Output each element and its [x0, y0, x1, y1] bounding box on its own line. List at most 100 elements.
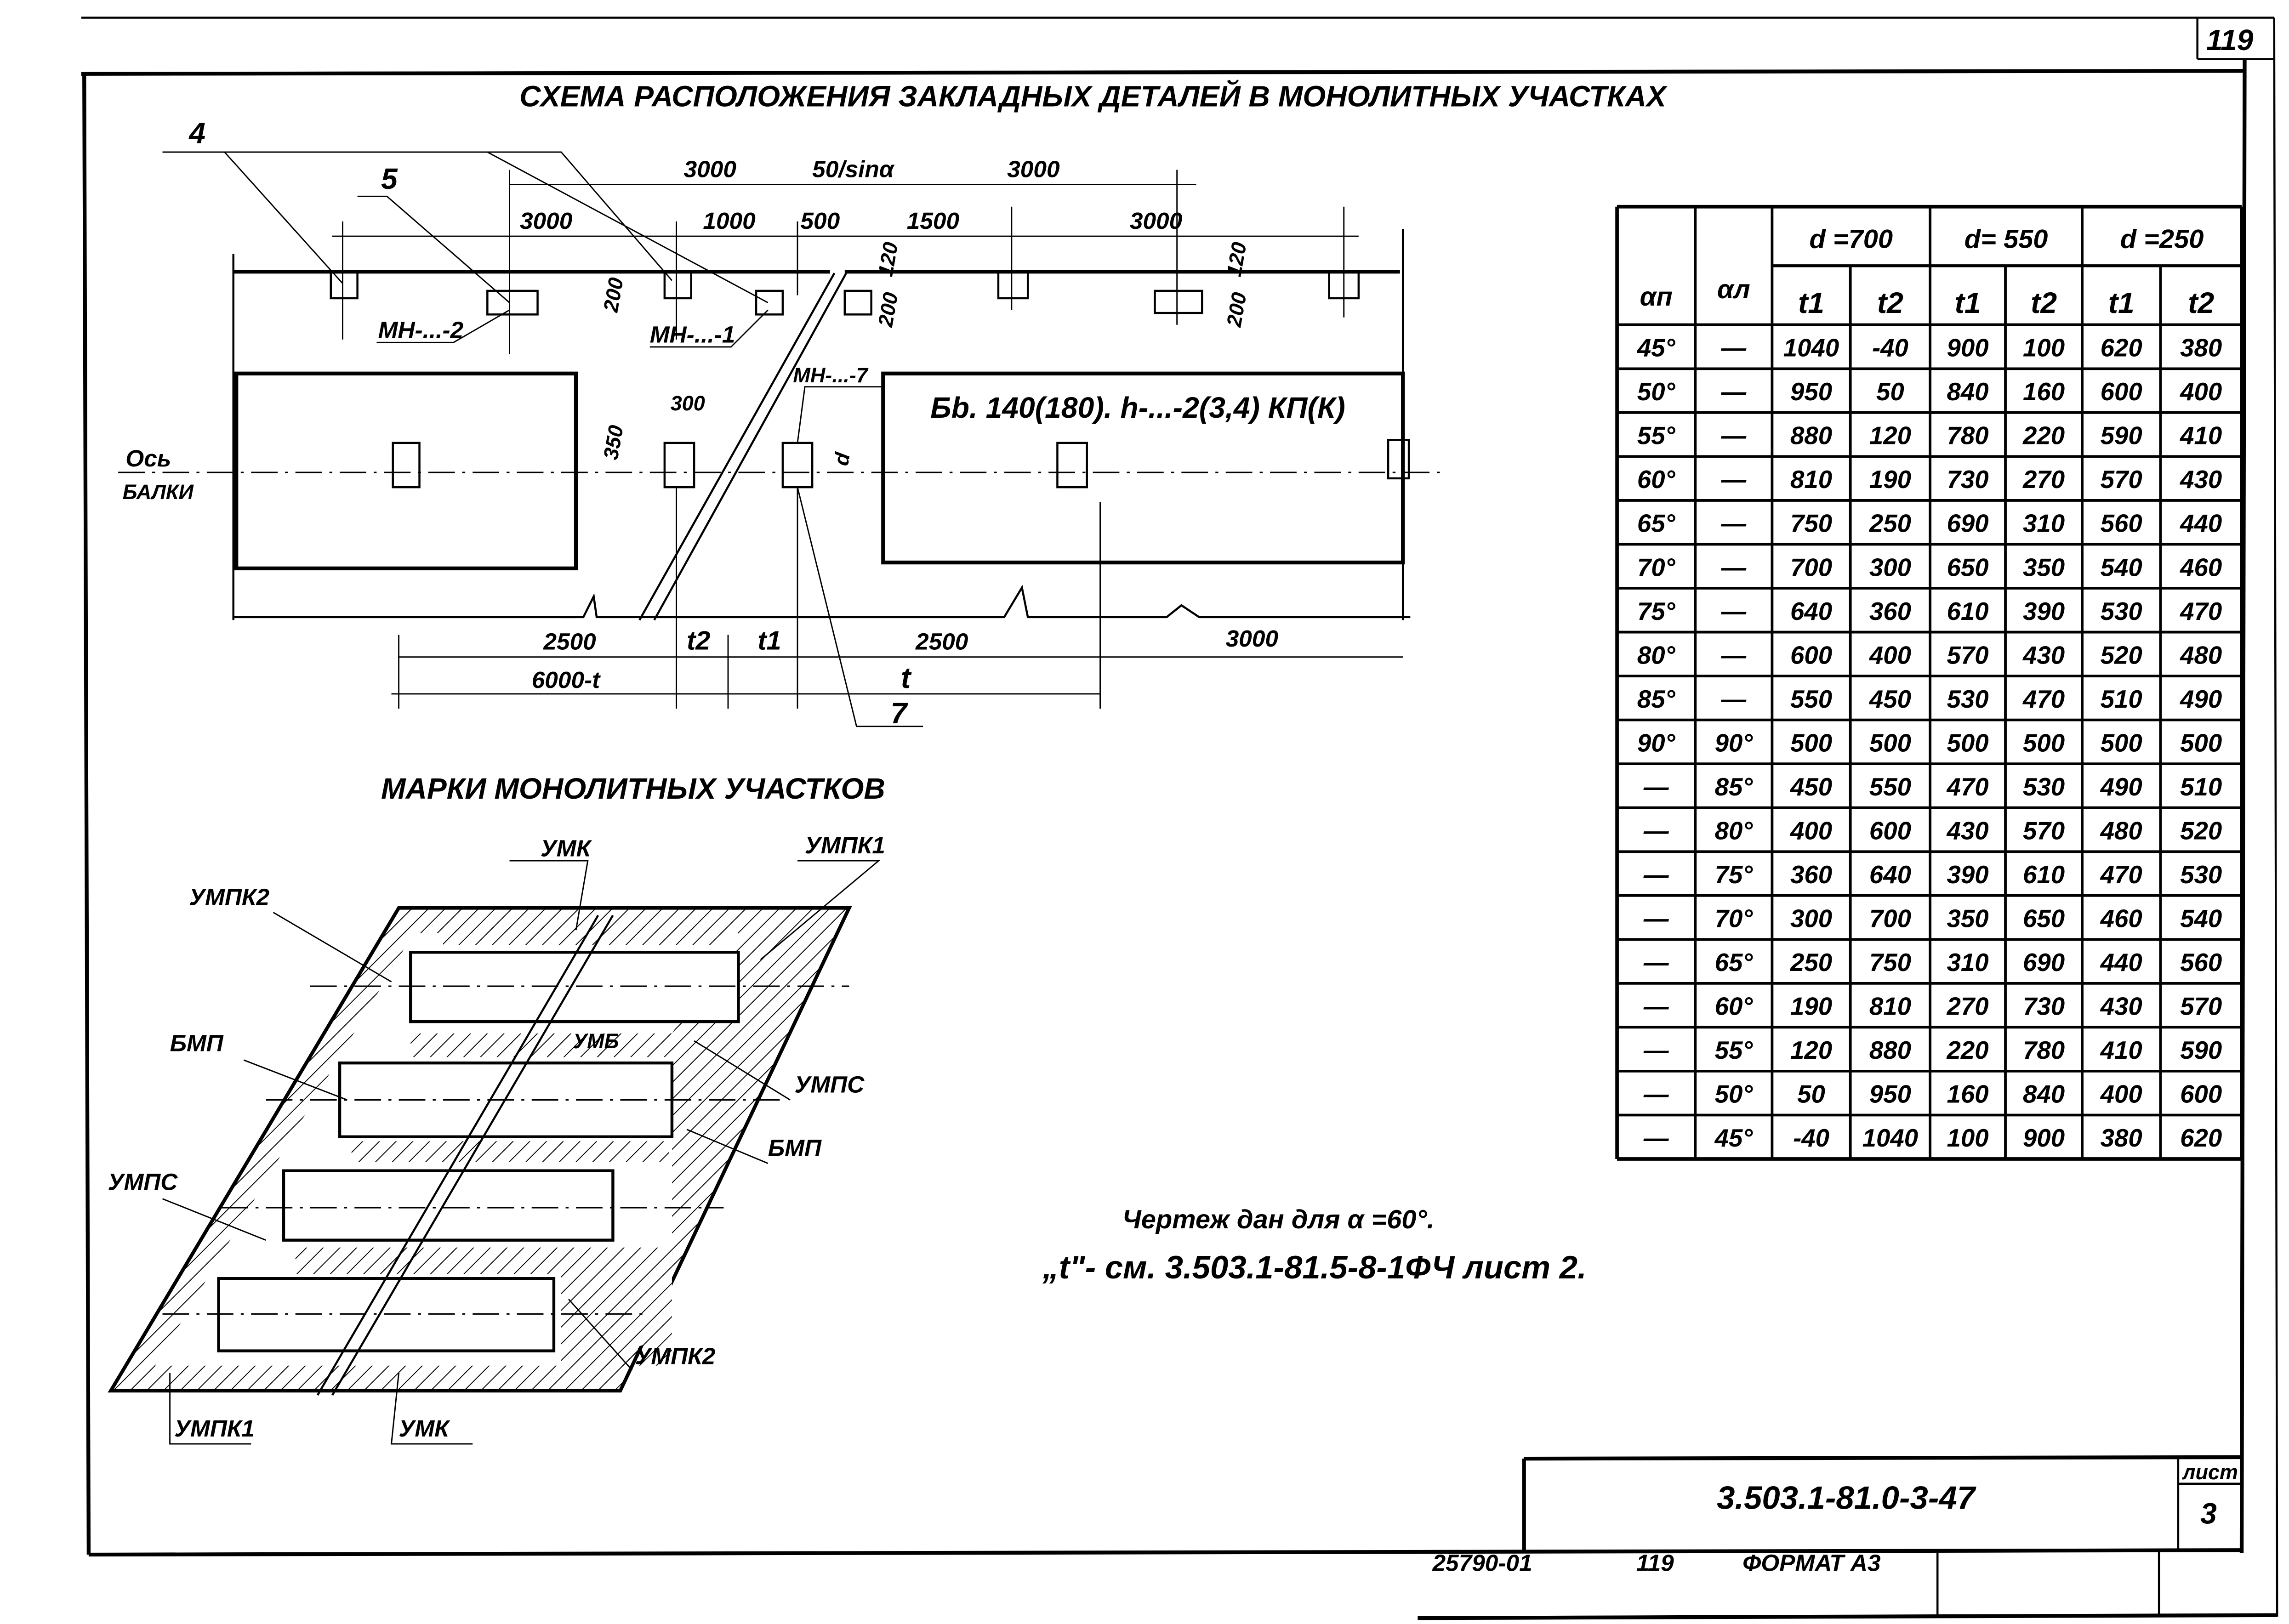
dimension: 3000 [1130, 207, 1183, 234]
table-cell: — [1721, 685, 1747, 713]
dimension: 3000 [1007, 156, 1060, 182]
table-cell: — [1643, 1124, 1669, 1152]
table-cell: 75° [1637, 597, 1676, 625]
table-cell: 440 [2100, 948, 2142, 977]
title-block [1418, 1455, 2278, 1620]
table-cell: 610 [1947, 597, 1989, 625]
part-label: МН-...-7 [793, 363, 868, 387]
table-cell: 50 [1797, 1080, 1825, 1108]
sub-header: t1 [1798, 286, 1824, 319]
table-cell: 310 [2023, 510, 2065, 538]
table-cell: — [1721, 597, 1747, 625]
dimension: 200 [599, 276, 628, 314]
table-cell: 950 [1869, 1080, 1911, 1108]
table-cell: 55° [1637, 422, 1676, 450]
mark-label: УМПК2 [635, 1343, 716, 1369]
table-cell: — [1721, 641, 1747, 669]
table-cell: 120 [1790, 1036, 1832, 1064]
dimension: 2500 [543, 628, 596, 655]
table-cell: 780 [1947, 422, 1989, 450]
table-cell: 160 [2023, 378, 2065, 406]
sheet-number: 3 [2200, 1497, 2217, 1530]
table-cell: — [1643, 773, 1669, 801]
table-cell: 390 [1947, 861, 1989, 889]
leader-label: 7 [890, 697, 908, 730]
table-cell: 80° [1637, 641, 1676, 669]
table-cell: -40 [1793, 1124, 1829, 1152]
table-cell: 810 [1869, 993, 1911, 1021]
sheet-label: лист [2182, 1460, 2238, 1484]
dimension: 3000 [1226, 625, 1279, 652]
table-cell: 700 [1869, 905, 1911, 933]
table-cell: 50° [1637, 378, 1676, 406]
table-cell: 530 [1947, 685, 1989, 713]
group-header: d =250 [2120, 225, 2204, 254]
sheet-frame [81, 17, 2278, 1617]
table-cell: 90° [1637, 729, 1676, 757]
dimension: 120 [873, 240, 902, 278]
sub-header: t2 [1877, 286, 1903, 319]
table-cell: 50 [1876, 378, 1904, 406]
table-cell: 600 [2101, 378, 2142, 406]
marks-drawing [108, 906, 852, 1396]
mark-label: БМП [170, 1029, 224, 1056]
table-cell: 350 [2023, 553, 2065, 581]
footer-page: 119 [1636, 1549, 1674, 1576]
table-cell: 190 [1869, 466, 1911, 494]
table-cell: 470 [2100, 861, 2142, 889]
table-cell: — [1643, 993, 1669, 1021]
plan-drawing [118, 151, 1447, 727]
mark-label: УМПК1 [174, 1415, 255, 1442]
table-cell: 510 [2180, 773, 2222, 801]
beam-label: Бb. 140(180). h-...-2(3,4) КП(К) [930, 391, 1345, 424]
table-cell: 160 [1947, 1080, 1989, 1108]
table-cell: 60° [1715, 993, 1754, 1021]
dimension: 2500 [915, 628, 968, 655]
table-cell: 550 [1790, 685, 1832, 713]
table-cell: 700 [1790, 553, 1832, 581]
table-cell: 600 [2180, 1080, 2222, 1108]
table-cell: 460 [2180, 553, 2222, 581]
archive-number: 25790-01 [1432, 1549, 1532, 1576]
table-cell: 500 [1790, 729, 1832, 757]
table-cell: 590 [2101, 422, 2142, 450]
table-cell: 750 [1869, 948, 1911, 977]
dimension: 350 [599, 423, 628, 461]
table-cell: 300 [1869, 553, 1911, 581]
dimension: 200 [873, 290, 902, 329]
dimension: t1 [757, 626, 781, 656]
sub-header: t1 [2108, 286, 2135, 319]
table-cell: 190 [1790, 993, 1832, 1021]
dimension: 120 [1222, 240, 1251, 278]
table-cell: 100 [2023, 334, 2065, 362]
sub-header: t1 [1955, 286, 1981, 319]
table-cell: 220 [2022, 422, 2065, 450]
format-label: ФОРМАТ А3 [1742, 1549, 1880, 1576]
table-cell: 410 [2180, 422, 2222, 450]
table-cell: 480 [2180, 641, 2222, 669]
table-cell: 690 [2023, 948, 2065, 977]
table-cell: — [1721, 422, 1747, 450]
table-cell: -40 [1872, 334, 1908, 362]
table-cell: 900 [1947, 334, 1989, 362]
table-cell: 880 [1790, 422, 1832, 450]
dimension: t [901, 661, 912, 694]
drawing-title: СХЕМА РАСПОЛОЖЕНИЯ ЗАКЛАДНЫХ ДЕТАЛЕЙ В М… [519, 79, 1668, 113]
mark-label: УМБ [573, 1029, 619, 1053]
table-cell: 55° [1715, 1036, 1754, 1064]
table-cell: 410 [2100, 1036, 2142, 1064]
sub-header: t2 [2031, 286, 2057, 319]
mark-label: УМПС [795, 1071, 865, 1097]
table-cell: — [1643, 817, 1669, 845]
mark-label: УМК [541, 835, 592, 861]
table-cell: 300 [1790, 905, 1832, 933]
table-cell: 560 [2101, 510, 2142, 538]
table-cell: 220 [1947, 1036, 1989, 1064]
part-label: МН-...-2 [378, 317, 464, 343]
table-cell: 1040 [1783, 334, 1839, 362]
dimension: 300 [671, 392, 705, 415]
table-cell: 430 [2022, 641, 2065, 669]
table-cell: 470 [1947, 773, 1989, 801]
